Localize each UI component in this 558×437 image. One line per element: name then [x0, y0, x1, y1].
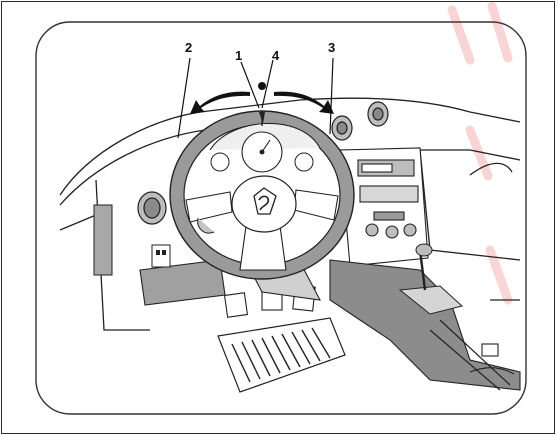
callout-1: 1 — [235, 48, 242, 63]
left-air-vent — [138, 192, 166, 224]
callout-3: 3 — [328, 40, 335, 55]
callout-4: 4 — [272, 48, 280, 63]
callout-2: 2 — [185, 40, 192, 55]
left-door-panel — [94, 205, 112, 275]
